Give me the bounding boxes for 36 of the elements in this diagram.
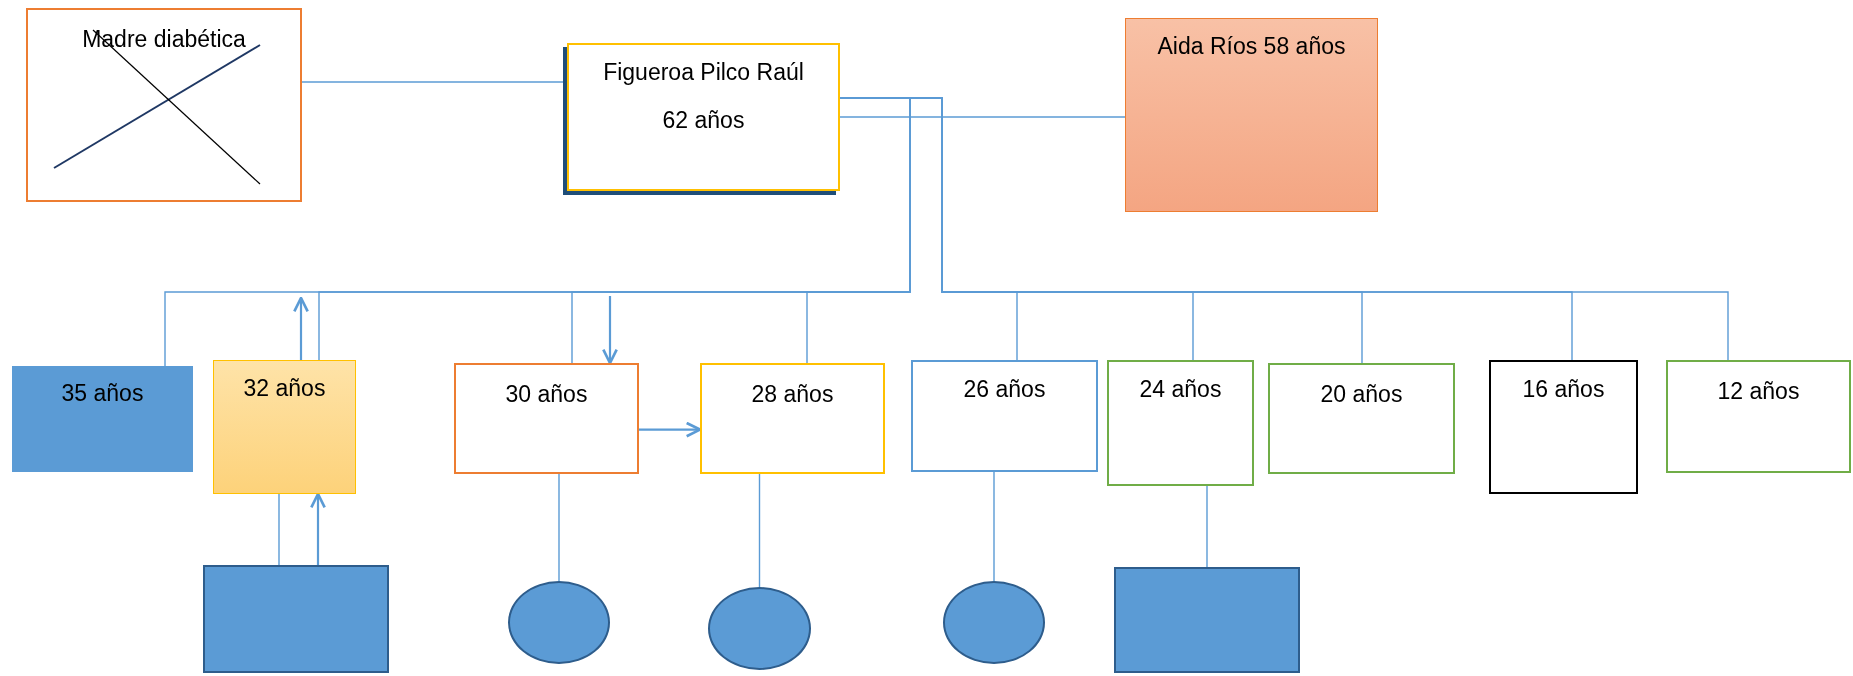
node-label: 16 años [1522, 376, 1605, 403]
connector-line [839, 116, 1126, 118]
person-box [12, 366, 193, 472]
connector-line [993, 471, 995, 582]
connector-line [558, 473, 560, 582]
arrow [310, 492, 326, 565]
arrow [639, 421, 702, 438]
node-label: 35 años [61, 380, 144, 407]
person-box [1268, 363, 1455, 474]
node-label: 28 años [751, 381, 834, 408]
person-box [700, 363, 885, 474]
arrow [293, 296, 309, 360]
node-label: Figueroa Pilco Raúl [603, 59, 804, 86]
arrow [602, 296, 618, 365]
person-box [911, 360, 1098, 472]
person-box [213, 360, 356, 494]
node-label: 62 años [662, 107, 745, 134]
connector-line [1206, 485, 1208, 568]
node-label: 20 años [1320, 381, 1403, 408]
person-box [1125, 18, 1378, 212]
person-box [1489, 360, 1638, 494]
node-label: 26 años [963, 376, 1046, 403]
node-label: 32 años [243, 375, 326, 402]
connector-line [278, 493, 280, 566]
person-box [1107, 360, 1254, 486]
male-square [203, 565, 389, 673]
node-label: 24 años [1139, 376, 1222, 403]
node-label: 30 años [505, 381, 588, 408]
connector-line [758, 473, 761, 588]
person-box [1666, 360, 1851, 473]
connector-line [806, 97, 911, 364]
male-square [1114, 567, 1300, 673]
node-label: 12 años [1717, 378, 1800, 405]
node-label: Aida Ríos 58 años [1157, 33, 1346, 60]
person-box [454, 363, 639, 474]
person-box [26, 8, 302, 202]
